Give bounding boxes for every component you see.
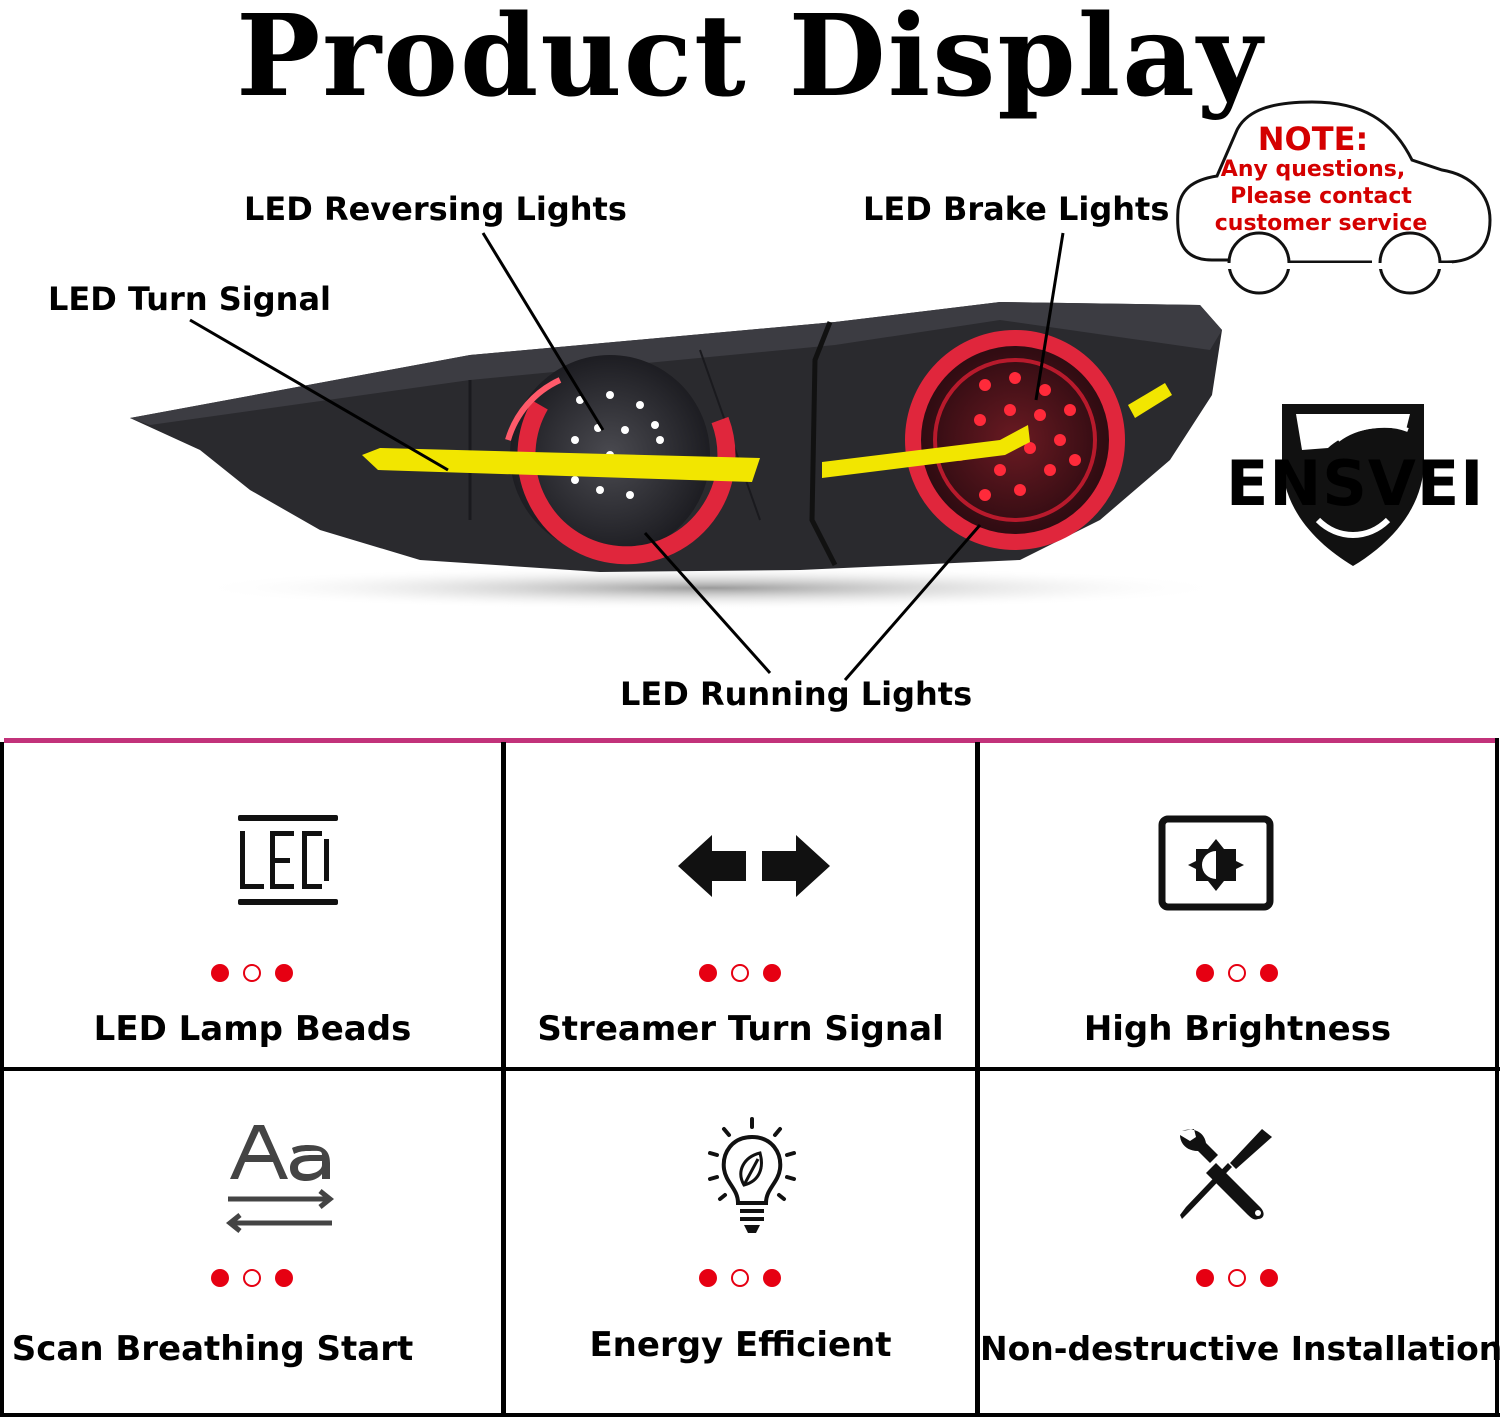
pager-dots (210, 1269, 295, 1289)
feature-non-destructive-installation: Non-destructive Installation (980, 1071, 1500, 1413)
note-heading: NOTE: (1257, 120, 1369, 158)
feature-label: Scan Breathing Start (11, 1329, 414, 1369)
leader-lines (189, 232, 1065, 681)
tail-light-image (130, 232, 1230, 681)
feature-led-lamp-beads: LED Lamp Beads (4, 743, 501, 1067)
turn-strip-tip (1128, 383, 1172, 418)
grid-divider-v1 (501, 742, 506, 1417)
turn-strip-left (362, 448, 760, 482)
callout-reversing: LED Reversing Lights (244, 190, 627, 228)
feature-high-brightness: High Brightness (980, 743, 1495, 1067)
ground-shadow (190, 566, 1230, 610)
feature-scan-breathing-start: Scan Breathing Start (4, 1071, 501, 1413)
feature-label: Non-destructive Installation (980, 1329, 1500, 1368)
pager-dots (698, 1269, 783, 1289)
pager-dots (1195, 964, 1280, 984)
eco-bulb-icon (708, 1117, 796, 1233)
font-scan-icon (225, 1125, 335, 1233)
callout-turn: LED Turn Signal (48, 280, 332, 318)
note-line-3: customer service (1214, 211, 1428, 236)
feature-label: Streamer Turn Signal (537, 1009, 944, 1049)
led-icon (238, 815, 338, 905)
feature-streamer-turn-signal: Streamer Turn Signal (506, 743, 975, 1067)
housing-split (809, 321, 838, 567)
grid-border-right (1495, 738, 1499, 1417)
pager-dots (1195, 1269, 1280, 1289)
feature-energy-efficient: Energy Efficient (506, 1071, 975, 1413)
housing-highlight (130, 302, 1222, 425)
reverse-leds (571, 391, 664, 499)
feature-grid: LED Lamp Beads Streamer Turn Signal High… (0, 738, 1500, 1417)
accent-line (4, 738, 1498, 743)
brand-name: ENSVEI (1226, 447, 1485, 520)
feature-label: LED Lamp Beads (93, 1009, 412, 1049)
grid-border-left (0, 742, 4, 1417)
note-line-2: Please contact (1230, 184, 1412, 209)
brand-shield-icon (1282, 404, 1424, 566)
grid-divider-v2 (975, 742, 980, 1417)
tools-icon (1180, 1129, 1272, 1220)
callout-brake: LED Brake Lights (863, 190, 1170, 228)
note-line-1: Any questions, (1220, 157, 1406, 182)
arrows-icon (678, 835, 830, 897)
feature-label: High Brightness (1083, 1009, 1392, 1049)
pager-dots (210, 964, 295, 984)
pager-dots (698, 964, 783, 984)
brightness-icon (1158, 815, 1274, 911)
note-bubble: NOTE: Any questions, Please contact cust… (1172, 100, 1494, 300)
grid-border-bottom (0, 1413, 1500, 1417)
right-ring (905, 330, 1125, 550)
feature-label: Energy Efficient (589, 1325, 892, 1365)
turn-strip-right (822, 425, 1030, 478)
car-outline-icon (1176, 100, 1492, 295)
page-title: Product Display (236, 0, 1264, 122)
callout-running: LED Running Lights (620, 675, 973, 713)
grid-divider-h (0, 1067, 1500, 1071)
